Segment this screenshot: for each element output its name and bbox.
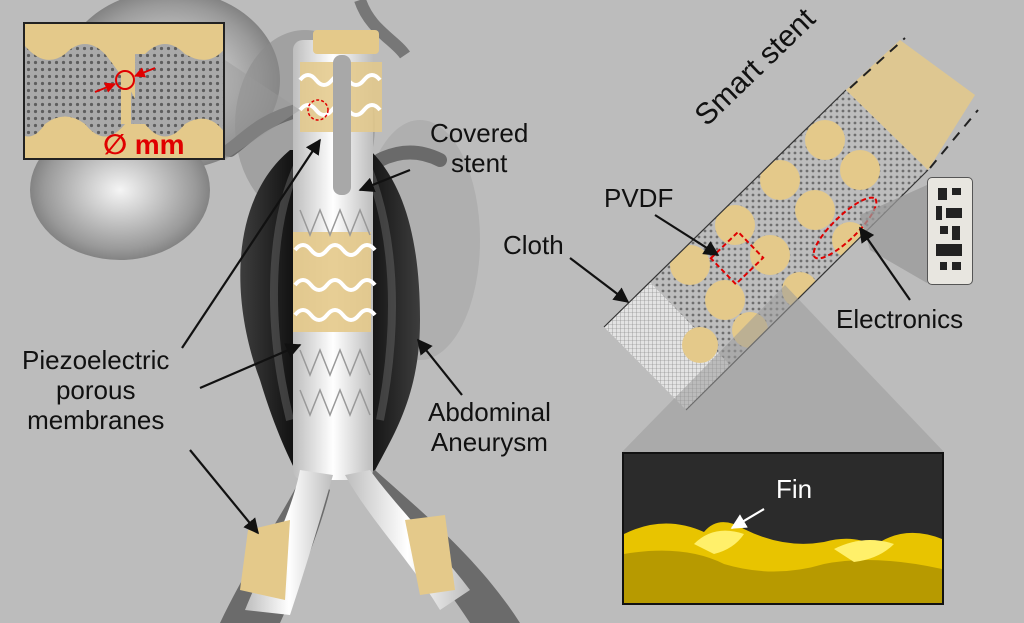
fin-label: Fin	[776, 474, 813, 504]
photo-beam	[622, 285, 944, 452]
annotation-arrows	[181, 138, 911, 535]
diameter-label: ∅ mm	[103, 129, 185, 160]
electronics-beam	[860, 185, 927, 283]
zoom-beam	[225, 60, 300, 160]
fin-photo-inset: Fin	[622, 452, 944, 605]
covered-stent-label: Covered stent	[430, 118, 529, 178]
cloth-label: Cloth	[503, 230, 564, 260]
arrow-icon	[417, 338, 463, 396]
abdominal-aneurysm-label: Abdominal Aneurysm	[428, 397, 551, 457]
chip-icon	[927, 177, 973, 285]
electronics-label: Electronics	[836, 304, 964, 334]
arrow-icon	[859, 226, 911, 301]
arrow-icon	[358, 168, 411, 193]
arrow-icon	[730, 508, 765, 529]
arrow-icon	[199, 343, 302, 390]
piezo-membranes-label: Piezoelectric porous membranes	[22, 345, 170, 435]
arrow-icon	[189, 449, 259, 535]
pvdf-label: PVDF	[604, 183, 674, 213]
circle-marker-icon	[115, 70, 135, 90]
covered-stent-graft	[240, 30, 470, 615]
arrow-icon	[654, 214, 720, 256]
arrow-icon	[181, 138, 321, 349]
membrane-zoom-inset: ∅ mm	[23, 22, 225, 160]
arrow-icon	[569, 257, 630, 303]
